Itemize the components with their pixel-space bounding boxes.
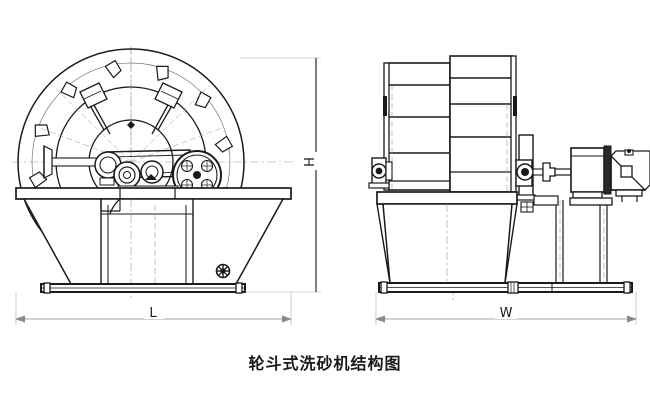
wheel-spoke-arms <box>79 82 183 135</box>
dimension-label-L: L <box>149 306 157 321</box>
wheel-edge-panel-right <box>449 55 517 193</box>
drive-assembly <box>94 149 222 200</box>
side-settling-tank <box>376 191 518 284</box>
motor-mount-frame <box>533 195 613 284</box>
bucket-construction-lines <box>39 49 223 163</box>
electric-motor <box>610 149 650 202</box>
base-frame <box>40 282 246 294</box>
drawing-caption: 轮斗式洗砂机结构图 <box>248 354 402 373</box>
dimension-H: H <box>240 57 321 293</box>
main-shaft <box>43 145 101 179</box>
front-support-posts <box>119 188 176 199</box>
front-elevation-view: L H <box>12 46 321 325</box>
drain-hand-wheel <box>215 263 231 279</box>
shaft-coupling <box>532 162 572 182</box>
side-base-frame <box>378 281 633 294</box>
pillow-block-bearing-left <box>368 157 393 189</box>
dimension-W: W <box>375 292 637 325</box>
dimension-label-W: W <box>500 306 513 321</box>
access-panel <box>520 201 534 213</box>
side-elevation-view: W <box>368 55 650 325</box>
reducer-gearbox <box>570 145 612 199</box>
dimension-label-H: H <box>303 157 318 167</box>
drive-plate-and-bearing-right <box>512 134 536 201</box>
wheel-edge-panel-left <box>383 62 451 191</box>
dimension-L: L <box>15 292 292 325</box>
settling-tank <box>15 187 292 285</box>
